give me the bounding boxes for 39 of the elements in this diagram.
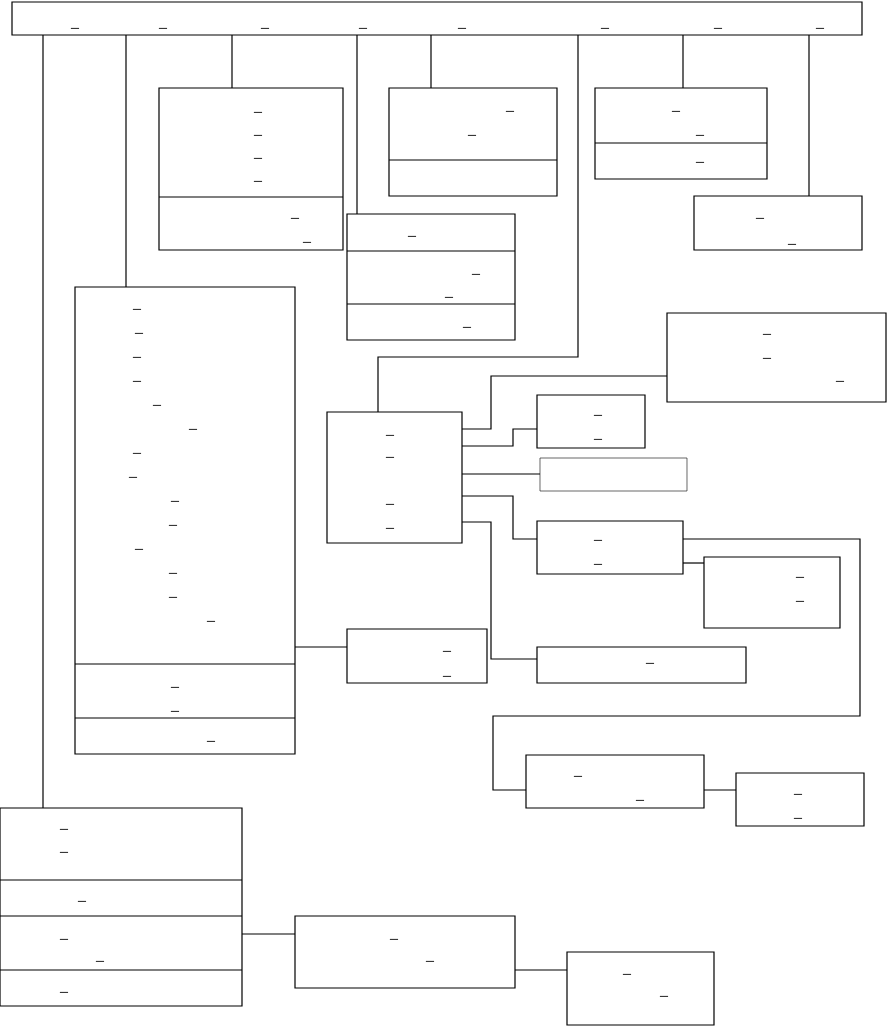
class-box: _ _ _ _ _ _ [158,87,344,251]
connector-line [682,562,705,564]
class-box: _ _ [566,951,715,1026]
class-box: _ _ [536,394,646,449]
connector-line [461,428,538,447]
class-box: _ _ _ _ [346,213,516,341]
class-box: _ [536,646,747,684]
empty-box [539,457,688,492]
connector-line [42,34,44,809]
connector-line [682,34,684,89]
class-box: _ _ _ _ _ _ [0,807,243,1007]
class-box: _ _ [346,628,488,684]
class-box: _ _ [703,556,841,629]
connector-line [125,34,127,288]
class-box: _ _ _ [594,87,768,180]
class-box: _ _ _ [666,312,887,403]
class-box: _ _ _ _ [326,411,463,544]
connector-line [377,34,579,413]
connector-line [514,969,568,971]
connector-line [461,521,538,660]
connector-line [461,473,541,475]
connector-line [430,34,432,89]
class-box: _ _ [693,195,863,251]
header-bar: _ _ _ _ _ _ _ _ [11,1,863,36]
connector-line [231,34,233,89]
connector-line [703,789,737,791]
class-box: _ _ [735,772,865,827]
connector-line [461,495,538,540]
class-box: _ _ [294,915,516,989]
class-box: _ _ _ _ _ _ _ _ _ _ _ _ _ _ _ _ _ [74,286,296,755]
class-box: _ _ [536,520,684,575]
connector-line [808,34,810,197]
connector-line [294,646,348,648]
class-box: _ _ [388,87,558,197]
connector-line [356,34,358,215]
connector-line [461,375,668,430]
class-box: _ _ [525,754,705,809]
connector-line [492,538,861,791]
connector-line [241,933,296,935]
